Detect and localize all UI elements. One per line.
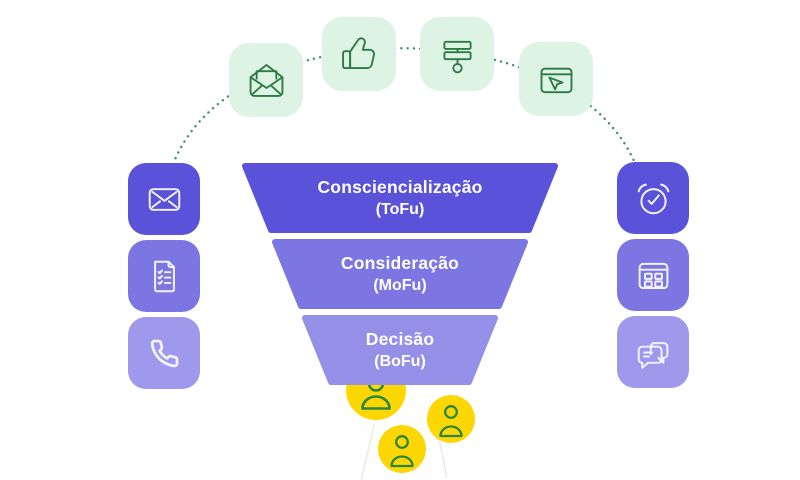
phone-icon [150, 339, 178, 367]
tile-grid-window [617, 239, 689, 311]
flow-nodes-icon [442, 40, 472, 73]
funnel-stage-mofu [272, 239, 528, 309]
tile-chat-bubbles [617, 316, 689, 388]
closed-envelope-icon [148, 187, 180, 211]
stage-title: Consciencialização [317, 177, 483, 197]
stage-title: Consideração [340, 253, 460, 273]
person-icon [439, 405, 463, 438]
alarm-clock-icon [637, 183, 669, 214]
stage-subtitle: (BoFu) [374, 353, 426, 370]
tile-phone [128, 317, 200, 389]
tile-alarm-clock [617, 162, 689, 234]
browser-cursor-icon [540, 67, 572, 93]
dotted-arc-path [169, 47, 639, 172]
funnel-stage-bofu [302, 315, 498, 385]
checklist-document-icon [153, 260, 175, 292]
tile-open-envelope [229, 43, 303, 117]
funnel-stage-tofu [242, 163, 558, 233]
chat-bubbles-icon [637, 341, 668, 369]
thumbs-up-icon [341, 36, 375, 69]
person-icon [390, 435, 414, 468]
tile-browser-cursor [519, 42, 593, 116]
tile-flow-nodes [420, 17, 494, 91]
lead-bubble [427, 395, 475, 443]
tile-thumbs-up [322, 17, 396, 91]
open-envelope-icon [249, 63, 283, 97]
lead-bubble [378, 425, 426, 473]
stage-label-mofu: Consideração (MoFu) [250, 239, 550, 309]
tile-closed-envelope [128, 163, 200, 235]
tile-checklist-document [128, 240, 200, 312]
stage-subtitle: (ToFu) [375, 201, 425, 218]
stage-subtitle: (MoFu) [373, 277, 427, 294]
stage-label-tofu: Consciencialização (ToFu) [250, 163, 550, 233]
grid-window-icon [638, 262, 668, 289]
stage-title: Decisão [365, 329, 435, 349]
stage-label-bofu: Decisão (BoFu) [250, 315, 550, 385]
